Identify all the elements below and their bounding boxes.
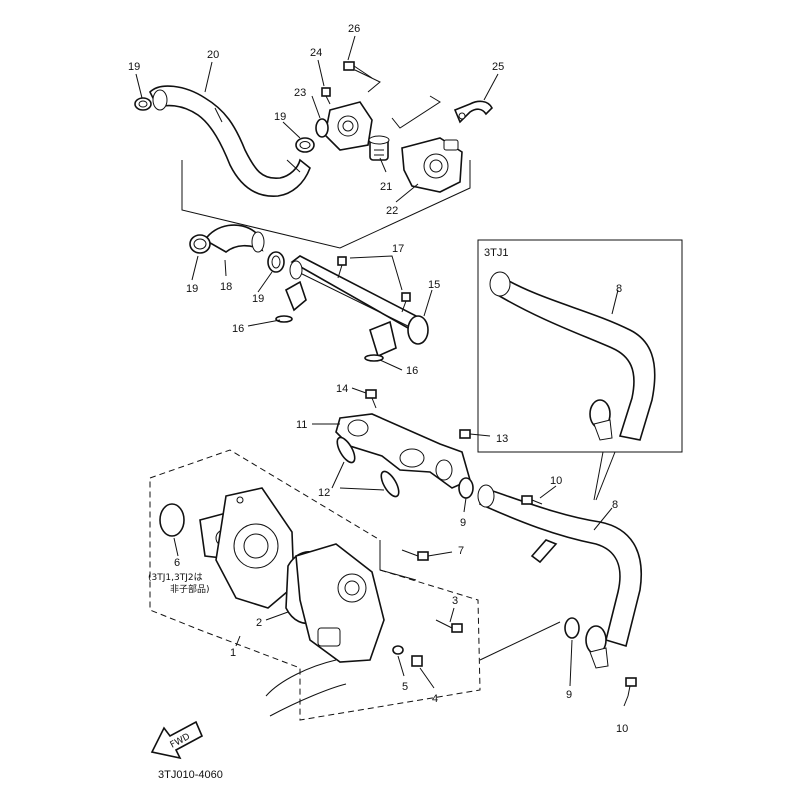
fwd-arrow-icon: FWD <box>150 720 204 760</box>
diagram-code: 3TJ010-4060 <box>158 769 223 781</box>
callout-8: 8 <box>612 499 618 511</box>
callout-14: 14 <box>336 383 348 395</box>
pump-leaders <box>235 540 561 661</box>
callout-19: 19 <box>274 111 286 123</box>
callout-19: 19 <box>252 293 264 305</box>
bolt-10-lower <box>623 677 637 707</box>
callout-8: 8 <box>616 283 622 295</box>
callout-21: 21 <box>380 181 392 193</box>
callout-16: 16 <box>232 323 244 335</box>
pipe-8-inset <box>489 271 656 441</box>
callout-6: 6 <box>174 557 180 569</box>
inset-3tj1-box <box>477 239 683 501</box>
clamp-19-mid-right <box>267 251 285 273</box>
o-ring-16-left <box>275 315 293 323</box>
callout-10: 10 <box>616 723 628 735</box>
bolt-26 <box>343 61 373 79</box>
callout-16: 16 <box>406 365 418 377</box>
callout-7: 7 <box>458 545 464 557</box>
leader-lines-middle <box>191 255 433 371</box>
hose-18 <box>203 224 265 253</box>
thermostat-housing-22 <box>401 137 463 193</box>
callout-12: 12 <box>318 487 330 499</box>
callout-4: 4 <box>432 693 438 705</box>
gaskets-12 <box>331 436 400 498</box>
callout-26: 26 <box>348 23 360 35</box>
thermostat-cover-23 <box>324 101 373 151</box>
callout-22: 22 <box>386 205 398 217</box>
pipe-8-main <box>477 484 642 669</box>
callout-23: 23 <box>294 87 306 99</box>
bolt-24 <box>321 87 331 105</box>
callout-1: 1 <box>230 647 236 659</box>
callout-10: 10 <box>550 475 562 487</box>
clamp-19-top-left <box>134 97 152 111</box>
bolt-7 <box>401 549 453 561</box>
bolt-13 <box>459 429 491 439</box>
callout-17: 17 <box>392 243 404 255</box>
pump-assembly-outline <box>149 449 481 721</box>
callout-9: 9 <box>566 689 572 701</box>
o-ring-16-right <box>364 354 384 362</box>
leader-lines-top <box>135 35 499 203</box>
hose-background <box>265 659 347 717</box>
callout-2: 2 <box>256 617 262 629</box>
note-line-2: 非子部品) <box>170 583 210 595</box>
callout-5: 5 <box>402 681 408 693</box>
bolt-14 <box>351 387 377 409</box>
callout-20: 20 <box>207 49 219 61</box>
assembly-frame-upper <box>181 160 471 249</box>
pump-housing-inner <box>215 487 295 609</box>
thermostat-21 <box>368 135 390 161</box>
callout-11: 11 <box>296 419 307 431</box>
callout-19: 19 <box>186 283 198 295</box>
bracket-25 <box>453 100 493 124</box>
clamp-19-top-right <box>295 137 315 153</box>
bolt-10-upper <box>521 485 557 505</box>
note-line-1: (3TJ1,3TJ2は <box>148 572 203 583</box>
coolant-pipe-15 <box>284 255 429 358</box>
callout-13: 13 <box>496 433 508 445</box>
bolts-17 <box>337 256 411 313</box>
bolt-3 <box>435 607 463 633</box>
callout-15: 15 <box>428 279 440 291</box>
bolt-4 <box>411 655 435 689</box>
pump-cover <box>295 543 385 663</box>
callout-9: 9 <box>460 517 466 529</box>
o-ring-23 <box>315 118 329 138</box>
washer-5 <box>392 645 405 677</box>
callout-25: 25 <box>492 61 504 73</box>
inset-label: 3TJ1 <box>484 247 508 259</box>
callout-3: 3 <box>452 595 458 607</box>
o-ring-6 <box>159 503 185 557</box>
callout-18: 18 <box>220 281 232 293</box>
clamp-19-mid-left <box>189 234 211 254</box>
callout-24: 24 <box>310 47 322 59</box>
hose-20 <box>149 85 311 197</box>
o-ring-9-lower <box>564 617 580 687</box>
o-ring-9-upper <box>458 477 474 513</box>
callout-19: 19 <box>128 61 140 73</box>
